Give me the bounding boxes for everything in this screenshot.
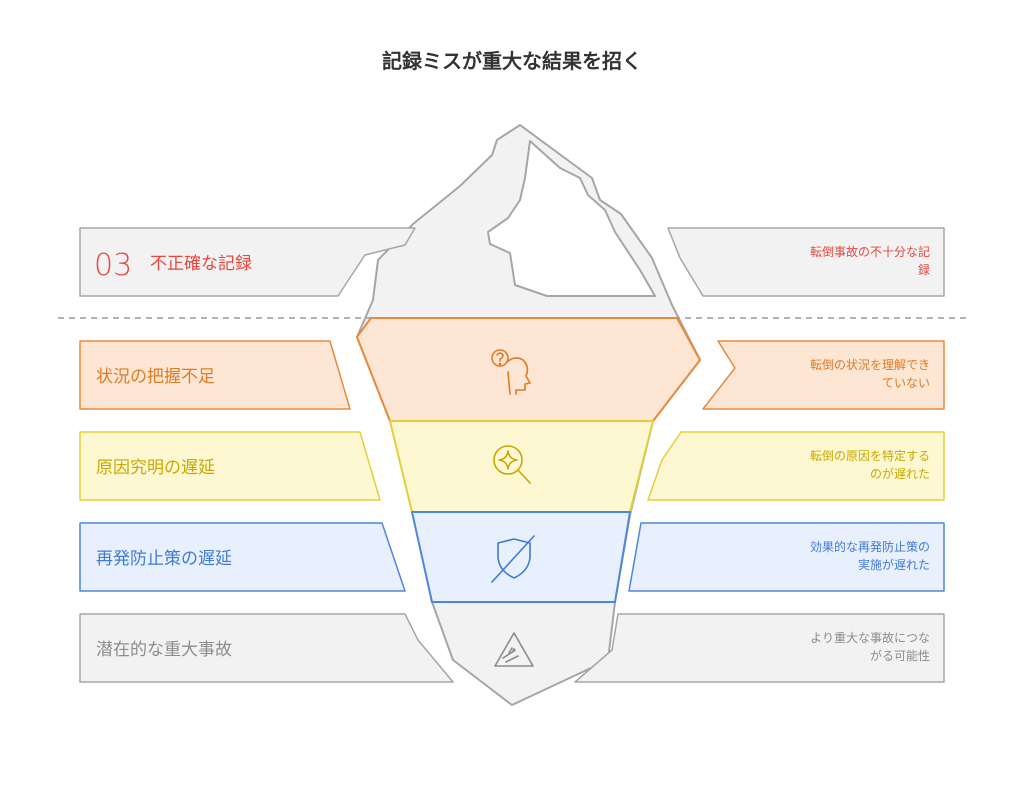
layer-number: 03	[94, 248, 132, 283]
left-panel-0	[79, 227, 416, 297]
right-panel-2	[647, 431, 945, 501]
band-yellow	[389, 420, 654, 513]
head-question-icon	[491, 349, 531, 395]
layer-label-3: 再発防止策の遅延	[96, 549, 232, 569]
band-orange	[356, 317, 701, 422]
layer-label-1: 状況の把握不足	[96, 367, 215, 387]
right-panel-0	[667, 227, 945, 297]
layer-label-0: 不正確な記録	[150, 254, 252, 274]
left-panel-3	[79, 522, 406, 592]
band-blue	[411, 511, 631, 603]
iceberg-snowcap	[487, 140, 656, 297]
layer-label-2: 原因究明の遅延	[96, 458, 215, 478]
layer-desc-4-line2: がる可能性	[870, 648, 930, 663]
layer-desc-0-line2: 録	[918, 262, 930, 277]
layer-desc-0-line1: 転倒事故の不十分な記	[810, 244, 930, 259]
right-panel-3	[628, 522, 945, 592]
layer-desc-1-line2: ていない	[882, 376, 930, 390]
layer-label-4: 潜在的な重大事故	[96, 640, 232, 660]
layer-desc-4-line1: より重大な事故につな	[810, 630, 930, 645]
left-panel-1	[79, 340, 351, 410]
magnifier-sparkle-icon	[493, 445, 531, 484]
page-title: 記録ミスが重大な結果を招く	[382, 49, 642, 73]
right-panel-4	[574, 613, 945, 683]
left-panel-2	[79, 431, 381, 501]
shield-slash-icon	[491, 535, 535, 583]
layer-desc-2-line1: 転倒の原因を特定する	[810, 448, 930, 463]
layer-desc-1-line1: 転倒の状況を理解でき	[810, 357, 930, 372]
left-panel-4	[79, 613, 454, 683]
warning-triangle-icon	[494, 632, 534, 667]
right-panel-1	[702, 340, 945, 410]
layer-desc-3-line1: 効果的な再発防止策の	[810, 539, 930, 554]
layer-desc-2-line2: のが遅れた	[870, 466, 930, 481]
layer-desc-3-line2: 実施が遅れた	[858, 557, 930, 572]
